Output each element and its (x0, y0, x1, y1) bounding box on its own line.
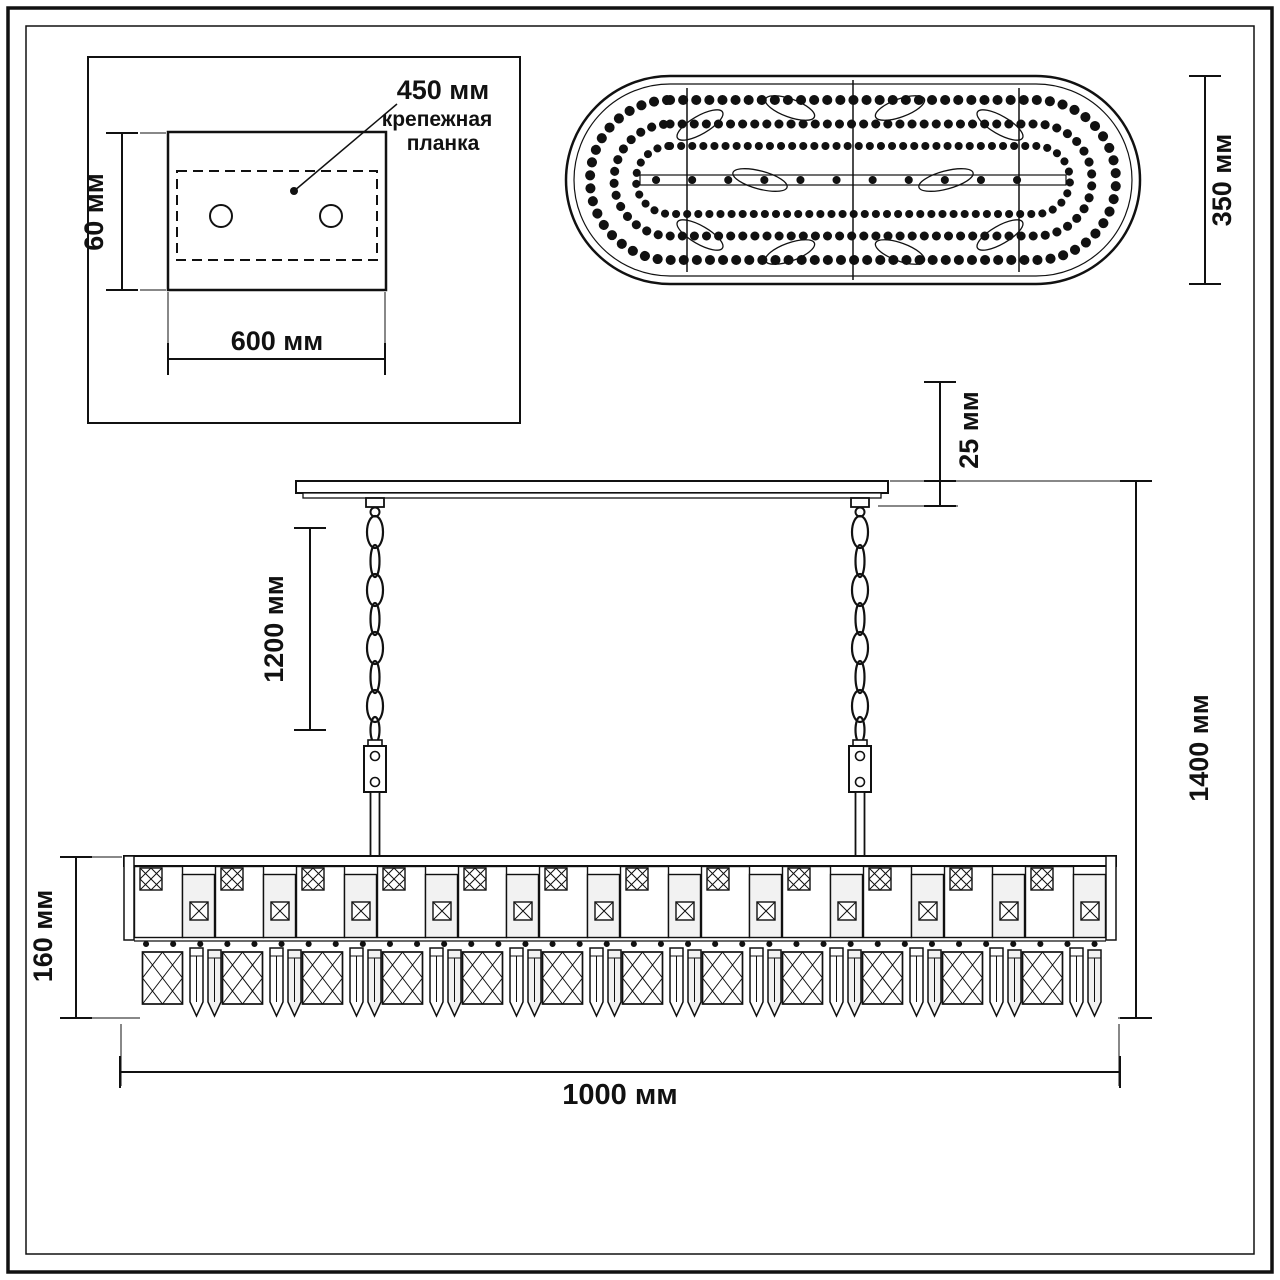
dim-1000mm: 1000 мм (119, 1024, 1121, 1111)
dim-1200mm: 1200 мм (259, 527, 326, 731)
dim-350mm-label: 350 мм (1207, 134, 1237, 227)
fixture-right-cap (1105, 855, 1117, 941)
mounting-plate-detail-view: 450 мм крепежная планка 60 мм 600 мм (79, 56, 521, 424)
fixture-left-cap (123, 855, 135, 941)
dim-1200mm-label: 1200 мм (259, 575, 289, 683)
dim-350mm: 350 мм (1189, 75, 1237, 285)
leader-line (293, 103, 398, 192)
fixture-top-rim (123, 855, 1117, 867)
mounting-hole-left (209, 204, 233, 228)
mounting-bar-outline (176, 170, 378, 261)
dim-1400mm-label: 1400 мм (1184, 694, 1214, 802)
front-view: 25 мм 1200 мм 1400 мм 160 мм (28, 381, 1214, 1111)
top-view-outline (564, 74, 1142, 286)
dim-450mm-label: 450 мм (397, 75, 490, 105)
mounting-plate (166, 130, 388, 292)
chain-right (847, 496, 873, 860)
dim-60mm-label: 60 мм (79, 173, 109, 250)
dim-600mm-label: 600 мм (231, 326, 324, 356)
dim-1400mm: 1400 мм (1118, 480, 1214, 1019)
page-border (6, 6, 1274, 1274)
detail-view-frame (87, 56, 521, 424)
lower-crystal-row (141, 947, 1102, 1017)
chain-left (362, 496, 388, 860)
dim-25mm-label: 25 мм (954, 391, 984, 468)
top-view: 350 мм (564, 74, 1237, 286)
crystal-ornaments (676, 95, 1024, 265)
dim-60mm: 60 мм (79, 132, 166, 291)
dim-160mm-label: 160 мм (28, 890, 58, 983)
mounting-bar-label-line1: крепежная (382, 108, 493, 131)
mounting-bar-label-line2: планка (407, 132, 480, 155)
fixture-body (123, 855, 1117, 1017)
upper-crystal-band (133, 865, 1107, 939)
dim-25mm: 25 мм (878, 381, 1150, 507)
mounting-hole-right (319, 204, 343, 228)
dim-160mm: 160 мм (28, 856, 140, 1019)
ceiling-plate (295, 480, 889, 499)
dim-1000mm-label: 1000 мм (562, 1079, 677, 1111)
dim-600mm: 600 мм (167, 292, 386, 375)
